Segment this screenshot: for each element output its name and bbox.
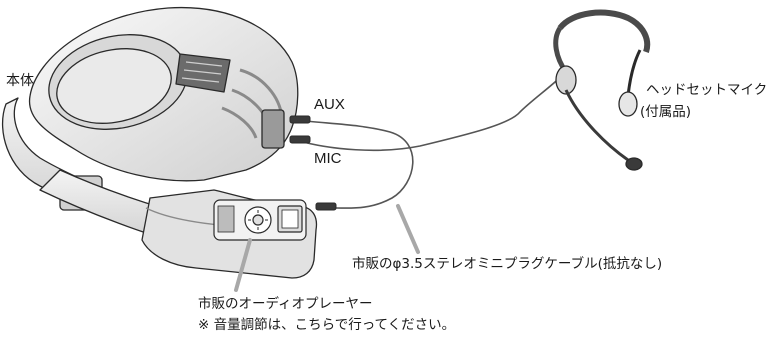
headset-label: ヘッドセットマイク: [646, 82, 768, 98]
cables: [295, 71, 567, 209]
headset-microphone-icon: [553, 9, 651, 171]
volume-note: ※ 音量調節は、こちらで行ってください。: [198, 317, 456, 333]
player-label: 市販のオーディオプレーヤー: [198, 296, 373, 312]
mic-label: MIC: [314, 150, 342, 167]
aux-label: AUX: [314, 96, 345, 113]
cable-label: 市販のφ3.5ステレオミニプラグケーブル(抵抗なし): [352, 256, 663, 272]
headset-accessory-label: (付属品): [640, 104, 692, 120]
plug-icon: [289, 115, 337, 211]
audio-player-icon: [213, 199, 307, 241]
leader-lines: [234, 204, 420, 292]
main-unit-label: 本体: [6, 73, 34, 89]
